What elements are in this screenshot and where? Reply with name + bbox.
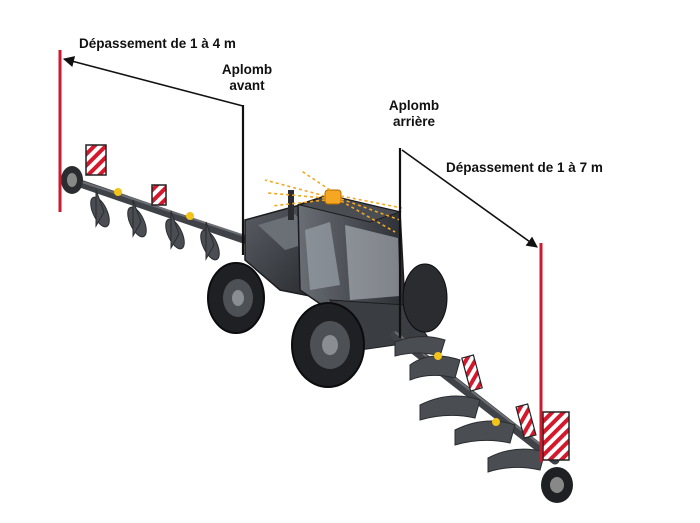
front-implement <box>61 144 249 261</box>
rear-plumb-label-line2: arrière <box>392 114 436 129</box>
rear-plumb-label: Aplomb arrière <box>379 98 449 130</box>
rear-overhang-label: Dépassement de 1 à 7 m <box>446 160 603 175</box>
front-disc-blades <box>90 189 220 261</box>
rear-plough <box>390 330 573 503</box>
front-plumb-label-line2: avant <box>229 78 265 93</box>
front-overhang-arrow <box>62 56 244 107</box>
rear-overhang-arrow <box>401 149 538 248</box>
rear-yellow-nuts <box>434 352 500 426</box>
front-plumb-label: Aplomb avant <box>214 62 280 94</box>
front-gauge-wheel <box>61 166 83 194</box>
front-yellow-nuts <box>114 188 194 220</box>
plough-bodies <box>394 336 546 473</box>
rear-gauge-wheel <box>541 467 573 503</box>
rear-wheel <box>291 302 365 388</box>
warning-panel-icon <box>542 411 570 461</box>
front-plumb-label-line1: Aplomb <box>221 62 273 77</box>
front-wheel <box>207 262 265 334</box>
warning-panel-icon <box>151 184 167 206</box>
warning-panel-icon <box>461 354 483 392</box>
front-overhang-label: Dépassement de 1 à 4 m <box>79 36 236 51</box>
warning-panel-icon <box>85 144 107 176</box>
far-wheel <box>402 263 448 333</box>
warning-panel-icon <box>515 403 537 439</box>
rotating-beacon-icon <box>264 169 403 233</box>
rear-plumb-label-line1: Aplomb <box>388 98 440 113</box>
